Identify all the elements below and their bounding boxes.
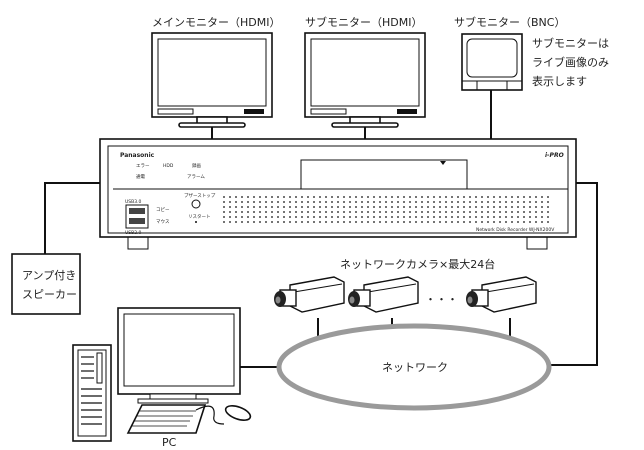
brand-logo: Panasonic	[120, 152, 155, 159]
buzzer-stop-label: ブザーストップ	[184, 192, 216, 199]
usb-mouse-label: マウス	[156, 218, 170, 225]
restart-button[interactable]	[195, 221, 197, 223]
connection-lines	[44, 90, 598, 368]
sub-monitor-hdmi: サブモニター（HDMI）	[304, 15, 426, 128]
speaker: アンプ付き スピーカー	[11, 253, 81, 315]
led-hdd: HDD	[163, 163, 174, 169]
network-ring	[276, 323, 552, 411]
keyboard	[126, 404, 207, 434]
cameras-ellipsis: ・・・	[425, 293, 458, 306]
sub-monitor-hdmi-label: サブモニター（HDMI）	[305, 15, 422, 29]
recorder: Panasonic i-PRO エラー HDD 録画 通電 アラーム USB3.…	[99, 138, 577, 250]
pc-label: PC	[162, 436, 177, 449]
sub-note-line3: 表示します	[532, 74, 587, 88]
mouse	[224, 405, 252, 421]
usb-copy-label: コピー	[156, 207, 170, 213]
main-monitor: メインモニター（HDMI）	[151, 16, 280, 128]
network-camera	[274, 276, 345, 313]
cameras-label: ネットワークカメラ×最大24台	[340, 257, 495, 271]
vent-grille	[223, 196, 549, 223]
led-error: エラー	[136, 163, 150, 169]
usb3-label: USB3.0	[125, 199, 142, 205]
sub-note-line2: ライブ画像のみ	[532, 55, 609, 69]
led-alarm: アラーム	[187, 174, 205, 180]
usb2-label: USB2.0	[125, 230, 142, 236]
speaker-label-2: スピーカー	[22, 288, 77, 301]
network-label: ネットワーク	[382, 361, 448, 374]
sub-note-line1: サブモニターは	[532, 36, 609, 50]
restart-label: リスタート	[188, 213, 211, 220]
speaker-label-1: アンプ付き	[22, 269, 76, 282]
network-camera	[348, 276, 419, 313]
camera-group	[274, 276, 537, 313]
pc: PC	[72, 307, 252, 449]
sub-monitor-bnc-label: サブモニター（BNC）	[454, 15, 565, 29]
ipro-logo: i-PRO	[545, 152, 564, 159]
main-monitor-label: メインモニター（HDMI）	[152, 16, 280, 29]
model-label: Network Disk Recorder WJ-NX200V	[476, 227, 555, 233]
network-camera	[466, 276, 537, 313]
led-power: 通電	[136, 173, 145, 180]
led-rec: 録画	[192, 162, 201, 169]
sub-monitor-bnc: サブモニター（BNC） サブモニターは ライブ画像のみ 表示します	[454, 15, 609, 91]
buzzer-stop-button[interactable]	[191, 199, 201, 209]
